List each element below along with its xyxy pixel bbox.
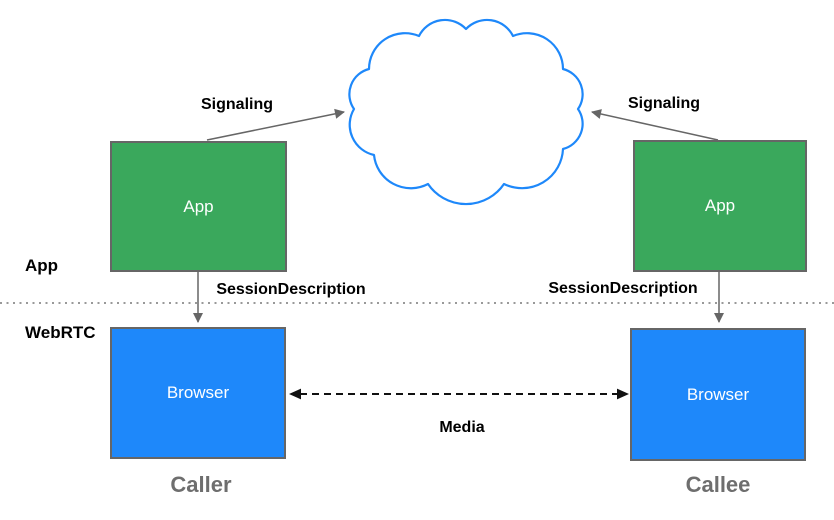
session-description-label-left: SessionDescription <box>216 281 366 298</box>
media-arrow <box>289 388 629 400</box>
cloud-icon <box>348 18 584 206</box>
caller-browser-node-label: Browser <box>166 383 230 402</box>
callee-browser-node: Browser <box>630 328 806 461</box>
callee-app-node-label: App <box>704 196 736 215</box>
signaling-label-right: Signaling <box>628 95 700 112</box>
media-label: Media <box>439 419 485 436</box>
session-description-label-right: SessionDescription <box>548 280 698 297</box>
caller-browser-node: Browser <box>110 327 286 459</box>
signaling-arrow-left <box>206 108 345 141</box>
caller-app-node-label: App <box>183 196 214 216</box>
signaling-label-left: Signaling <box>201 96 273 113</box>
caller-app-node: App <box>110 141 287 272</box>
caller-caption: Caller <box>170 472 232 497</box>
signaling-arrow-right <box>591 109 719 141</box>
callee-caption: Callee <box>685 472 751 497</box>
callee-browser-node-label: Browser <box>686 384 750 404</box>
app-layer-label: App <box>25 256 59 275</box>
webrtc-layer-label: WebRTC <box>25 323 96 342</box>
callee-app-node: App <box>633 140 807 272</box>
